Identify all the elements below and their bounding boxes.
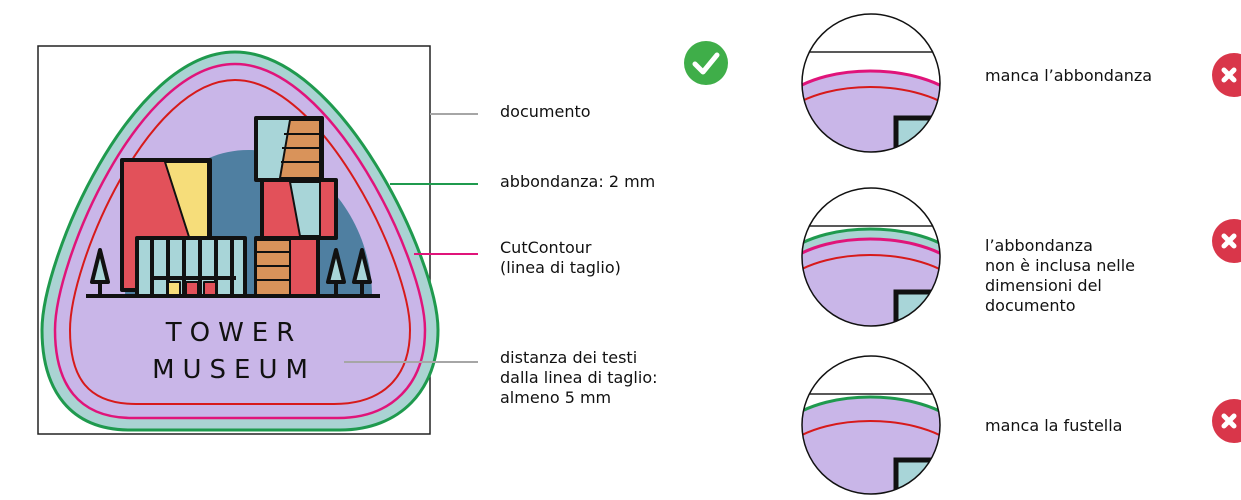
checkmark-icon <box>683 40 729 86</box>
error-missing-cutline-label: manca la fustella <box>985 416 1123 435</box>
logo-line-1: TOWER <box>165 318 303 348</box>
callout-bleed: abbondanza: 2 mm <box>500 172 656 191</box>
example-missing-bleed <box>800 12 942 154</box>
callout-text-distance: distanza dei testi dalla linea di taglio… <box>500 348 658 407</box>
error-bleed-not-included-label: l’abbondanza non è inclusa nelle dimensi… <box>985 236 1135 315</box>
error-missing-bleed-label: manca l’abbondanza <box>985 66 1153 85</box>
tower-building-illustration <box>86 116 380 298</box>
safe-line <box>68 78 412 405</box>
sticker-artwork: TOWER MUSEUM <box>37 45 478 435</box>
cross-icon <box>1211 398 1241 444</box>
logo-line-2: MUSEUM <box>152 355 316 385</box>
cross-icon <box>1211 218 1241 264</box>
example-bleed-not-included <box>800 186 942 328</box>
callout-document: documento <box>500 102 591 121</box>
example-missing-cutline <box>800 354 942 496</box>
document-frame: TOWER MUSEUM <box>0 0 480 500</box>
callout-cutcontour: CutContour (linea di taglio) <box>500 238 621 277</box>
cross-icon <box>1211 52 1241 98</box>
